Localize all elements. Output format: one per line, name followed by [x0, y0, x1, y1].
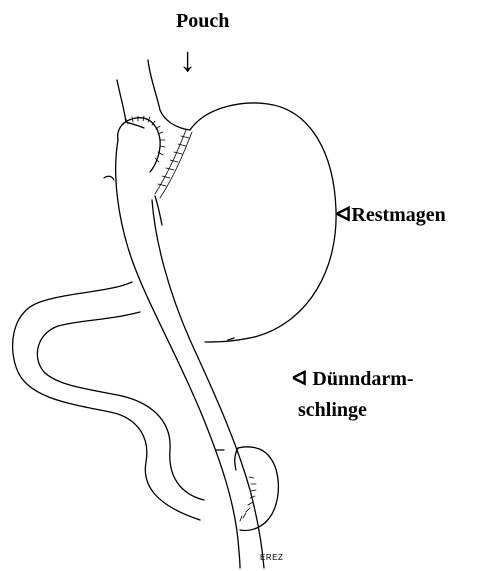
- pouch-anastomosis-stitches: [126, 116, 165, 162]
- roux-limb: [104, 118, 264, 568]
- pouch-label: Pouch: [176, 9, 229, 33]
- duenndarm-label-line2: schlinge: [298, 398, 367, 422]
- remnant-lower-curve: [155, 196, 162, 225]
- intestinal-loop: [13, 282, 204, 520]
- down-arrow-icon: ↓: [179, 44, 196, 78]
- restmagen-label: ᐊRestmagen: [336, 203, 446, 227]
- artist-signature: EREZ: [260, 553, 283, 563]
- remnant-stomach: [190, 103, 336, 342]
- esophagus: [117, 60, 160, 122]
- junction-tick: [228, 338, 234, 340]
- duenndarm-label-line1: ᐊ Dünndarm-: [292, 367, 414, 391]
